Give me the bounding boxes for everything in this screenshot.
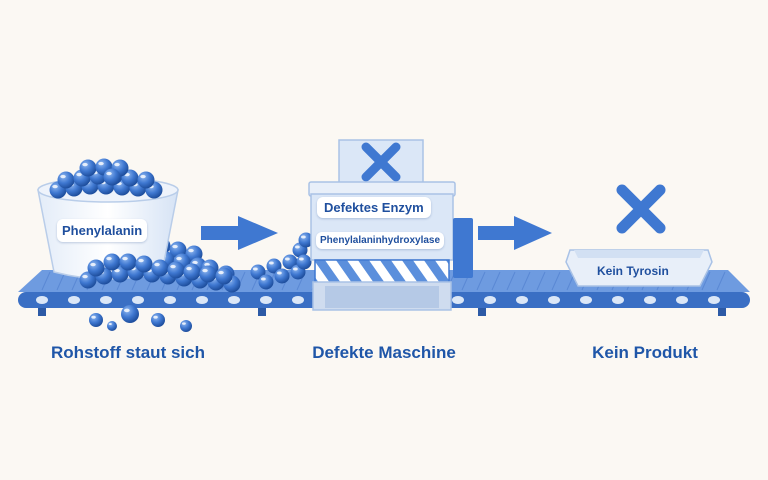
ball-icon — [298, 232, 314, 248]
ball-icon — [121, 305, 139, 323]
caption-raw-material-backs-up: Rohstoff staut sich — [51, 343, 205, 362]
ball-icon — [57, 171, 75, 189]
ball-icon — [103, 253, 121, 271]
ball-icon — [107, 321, 117, 331]
ball-icon — [103, 168, 121, 186]
ball-icon — [167, 261, 185, 279]
ball-icon — [135, 255, 153, 273]
pile-balls-front — [79, 253, 241, 293]
ball-icon — [183, 263, 201, 281]
machine-input-balls — [250, 232, 314, 290]
ball-icon — [258, 274, 274, 290]
enzyme-name-label: Phenylalaninhydroxylase — [316, 232, 445, 249]
ball-icon — [296, 254, 312, 270]
x-icon — [361, 142, 401, 182]
defective-enzyme-label: Defektes Enzym — [317, 197, 431, 218]
ball-icon — [89, 313, 103, 327]
ball-icon — [151, 259, 169, 277]
ball-icon — [180, 320, 192, 332]
ball-icon — [87, 259, 105, 277]
ball-icon — [79, 271, 97, 289]
ball-icon — [111, 265, 129, 283]
x-icon — [616, 184, 666, 234]
ball-icon — [274, 268, 290, 284]
ball-icon — [266, 258, 282, 274]
defective-machine — [308, 139, 473, 311]
ball-icon — [137, 171, 155, 189]
ball-icon — [215, 267, 233, 285]
ball-icon — [119, 253, 137, 271]
ball-icon — [199, 265, 217, 283]
ball-icon — [79, 159, 97, 177]
arrow-right-icon — [478, 216, 552, 250]
bowl-balls — [49, 158, 163, 199]
ball-icon — [151, 313, 165, 327]
product-tray — [565, 249, 713, 287]
arrow-right-icon — [201, 216, 278, 250]
caption-no-product: Kein Produkt — [592, 343, 698, 362]
no-tyrosine-label: Kein Tyrosin — [597, 264, 669, 278]
ball-icon — [250, 264, 266, 280]
ball-icon — [282, 254, 298, 270]
fallen-balls — [89, 305, 192, 332]
phenylalanin-label: Phenylalanin — [57, 219, 148, 242]
caption-defective-machine: Defekte Maschine — [312, 343, 456, 362]
